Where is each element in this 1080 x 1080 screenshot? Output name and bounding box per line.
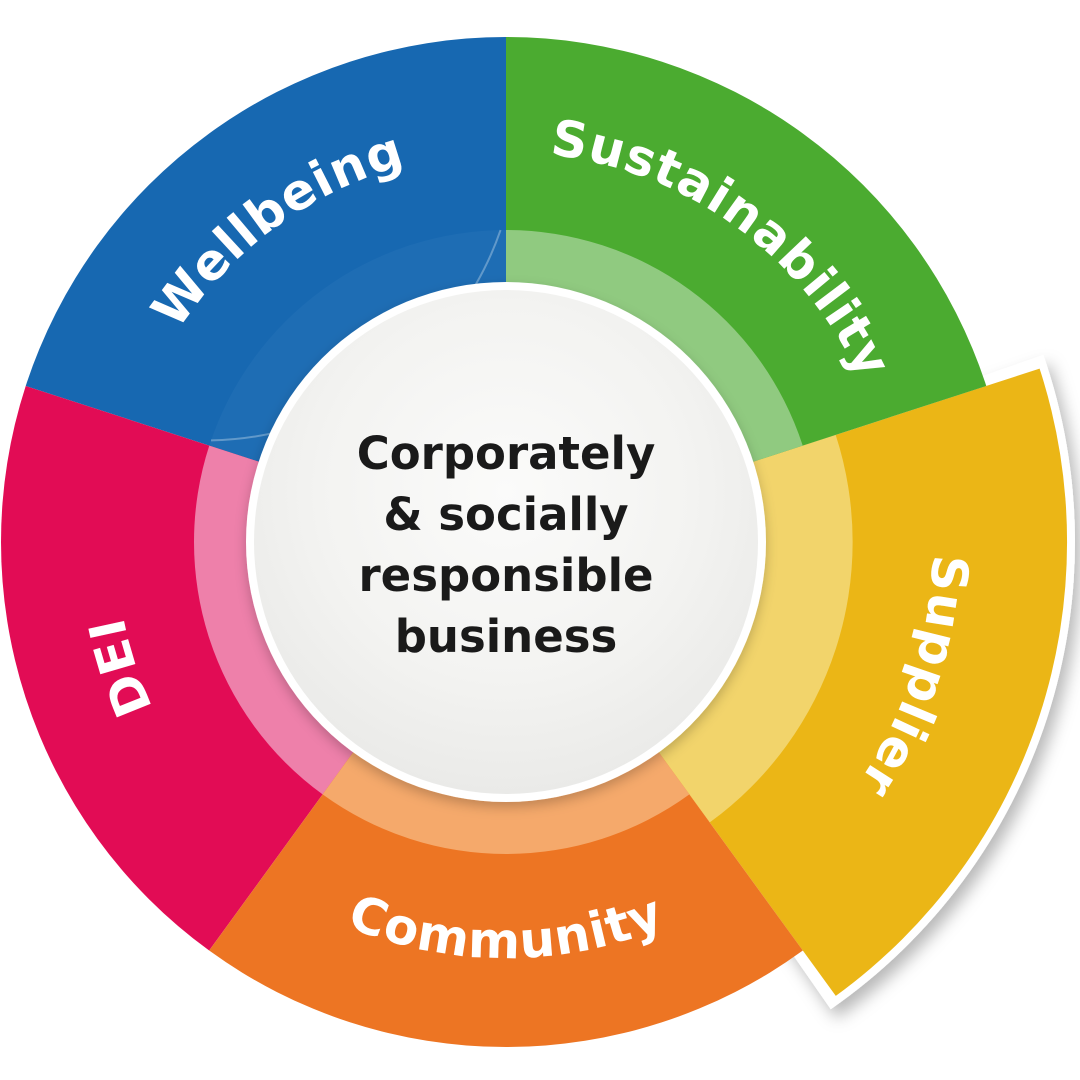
center-title-line2: & socially — [383, 488, 629, 541]
center-circle — [254, 290, 758, 794]
center-title-line4: business — [394, 610, 618, 663]
center-title: Corporately & socially responsible busin… — [271, 423, 741, 667]
center-disc-group — [246, 282, 766, 802]
center-title-line1: Corporately — [356, 427, 656, 480]
center-title-line3: responsible — [358, 549, 654, 602]
